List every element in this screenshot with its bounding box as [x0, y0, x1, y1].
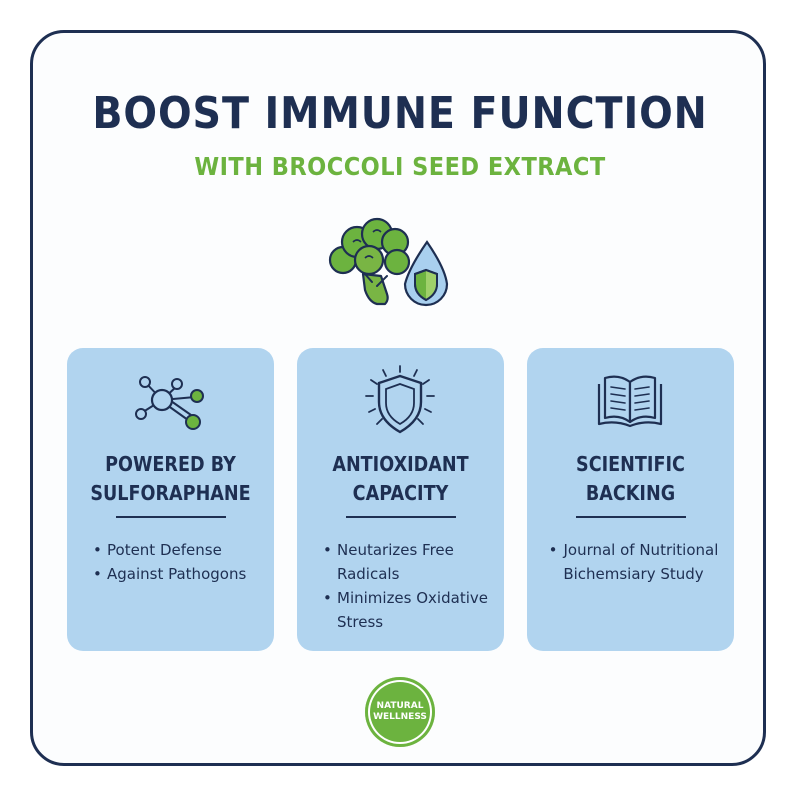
- card-title-line: ANTIOXIDANT: [332, 452, 469, 476]
- list-item: • Journal of Nutritional Bichemsiary Stud…: [541, 538, 726, 586]
- divider: [576, 516, 686, 518]
- card-antioxidant: ANTIOXIDANT CAPACITY Neutarizes Free Rad…: [297, 348, 504, 651]
- card-title-line: SULFORAPHANE: [90, 481, 251, 505]
- card-title-line: CAPACITY: [352, 481, 449, 505]
- card-title: POWERED BY SULFORAPHANE: [79, 450, 261, 508]
- divider: [346, 516, 456, 518]
- molecule-icon: [135, 376, 204, 430]
- card-title-line: POWERED BY: [105, 452, 236, 476]
- card-scientific: SCIENTIFIC BACKING • Journal of Nutrition…: [527, 348, 734, 651]
- page-subtitle: WITH BROCCOLI SEED EXTRACT: [194, 152, 606, 181]
- list-item: Against Pathogons: [93, 562, 279, 586]
- open-book-icon: [597, 375, 663, 428]
- card-title: SCIENTIFIC BACKING: [539, 450, 721, 508]
- card-title: ANTIOXIDANT CAPACITY: [309, 450, 491, 508]
- broccoli-icon: [328, 217, 411, 306]
- page-title: BOOST IMMUNE FUNCTION: [92, 88, 708, 139]
- badge-line: NATURAL: [376, 701, 424, 711]
- bullet-list: Potent Defense Against Pathogons: [93, 538, 279, 586]
- bullet-dot: •: [548, 541, 558, 559]
- card-sulforaphane: POWERED BY SULFORAPHANE Potent Defense A…: [67, 348, 274, 651]
- list-item: Potent Defense: [93, 538, 279, 562]
- shield-droplet-icon: [403, 240, 449, 307]
- shield-icon: [365, 365, 435, 434]
- list-item-text: Journal of Nutritional Bichemsiary Study: [563, 541, 719, 583]
- bullet-list: Neutarizes Free Radicals Minimizes Oxida…: [323, 538, 509, 634]
- badge-line: WELLNESS: [373, 712, 427, 722]
- natural-wellness-badge: NATURAL WELLNESS: [365, 677, 435, 747]
- hero-illustration: [328, 217, 449, 307]
- card-title-line: SCIENTIFIC: [576, 452, 685, 476]
- divider: [116, 516, 226, 518]
- card-title-line: BACKING: [585, 481, 676, 505]
- bullet-list: • Journal of Nutritional Bichemsiary Stud…: [541, 538, 726, 586]
- list-item: Neutarizes Free Radicals: [323, 538, 509, 586]
- list-item: Minimizes Oxidative Stress: [323, 586, 509, 634]
